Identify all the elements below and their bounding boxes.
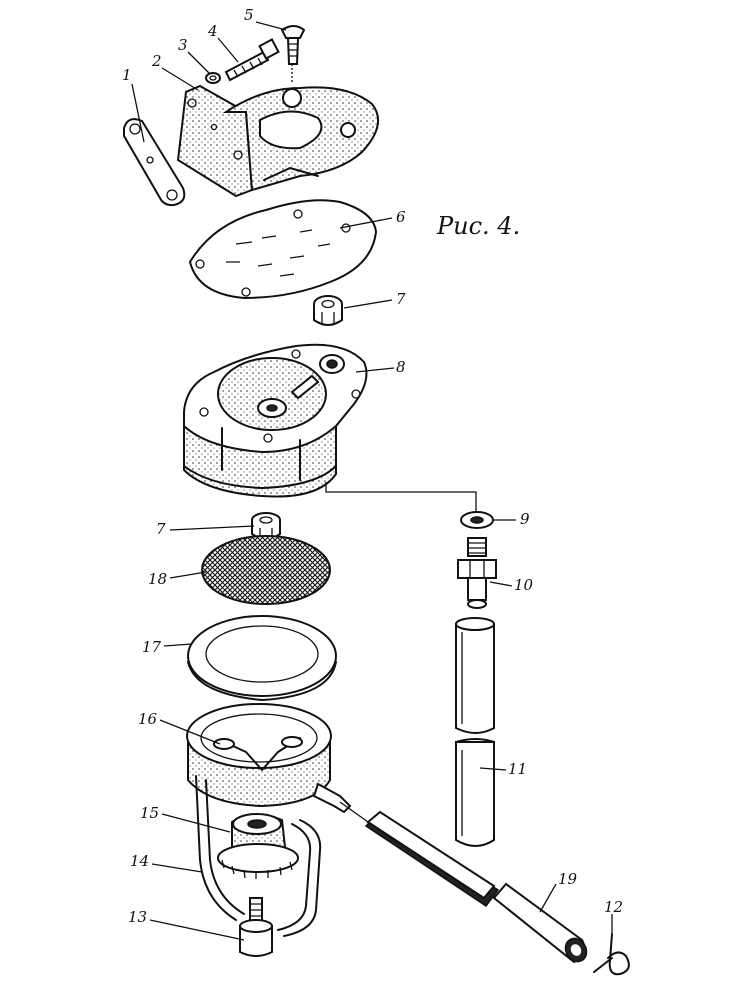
part-17-gasket-ring (187, 615, 337, 701)
label-1: 1 (122, 66, 132, 84)
connector-line (325, 482, 477, 518)
part-6-diaphragm (188, 199, 378, 300)
label-9: 9 (520, 510, 530, 528)
part-2-top-cover (176, 84, 380, 198)
part-14-wire-yoke (195, 775, 322, 937)
label-14: 14 (130, 852, 149, 870)
part-18-mesh-filter (201, 535, 331, 605)
label-19: 19 (558, 870, 578, 888)
part-19-hose (339, 801, 588, 964)
part-13-clamp-screw (239, 897, 273, 957)
label-7-upper: 7 (396, 290, 406, 308)
callout-numbers: 1 2 3 4 5 6 7 8 7 9 10 18 17 16 11 15 14… (122, 6, 623, 926)
label-18: 18 (148, 570, 167, 588)
label-2: 2 (151, 52, 162, 70)
label-17: 17 (142, 638, 162, 656)
part-12-clip (593, 933, 630, 976)
part-9-washer (460, 511, 494, 529)
label-7-lower: 7 (156, 520, 166, 538)
leader-lines (131, 21, 613, 941)
part-11-tube (455, 617, 495, 847)
label-6: 6 (396, 208, 406, 226)
label-11: 11 (508, 760, 527, 778)
part-7-nut-upper (313, 295, 343, 326)
label-3: 3 (178, 36, 188, 54)
part-10-union-fitting (457, 537, 497, 609)
part-15-knurled-nut (217, 813, 299, 879)
label-8: 8 (396, 358, 406, 376)
part-1-link-plate (123, 118, 186, 207)
label-4: 4 (207, 22, 218, 40)
label-13: 13 (128, 908, 147, 926)
label-12: 12 (604, 898, 623, 916)
part-16-sediment-bowl (186, 703, 352, 814)
label-10: 10 (514, 576, 534, 594)
label-15: 15 (140, 804, 159, 822)
part-4-bolt (224, 38, 280, 82)
figure-caption: Рис. 4. (436, 212, 520, 240)
label-16: 16 (138, 710, 158, 728)
label-5: 5 (244, 6, 254, 24)
part-5-screw (280, 25, 306, 82)
part-3-washer (205, 72, 221, 84)
part-8-pump-body (183, 343, 368, 498)
